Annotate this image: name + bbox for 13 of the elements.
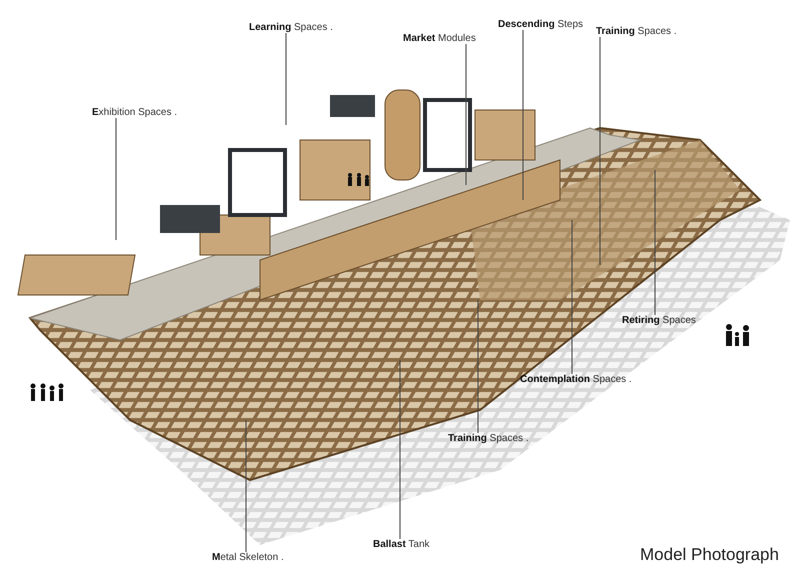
part-label: Market Modules — [403, 33, 476, 44]
leader-line — [522, 30, 524, 200]
part-label: Retiring Spaces — [622, 315, 696, 326]
caption: Model Photograph — [640, 545, 779, 565]
part-label: Training Spaces . — [596, 26, 677, 37]
part-label: Training Spaces . — [448, 433, 529, 444]
part-label: Ballast Tank — [373, 539, 430, 550]
part-label: Metal Skeleton . — [212, 552, 284, 563]
part-label: Contemplation Spaces . — [520, 374, 632, 385]
part-label: Learning Spaces . — [249, 22, 333, 33]
part-label: Exhibition Spaces . — [92, 107, 178, 118]
leader-line — [654, 170, 656, 316]
part-label: Descending Steps — [498, 19, 584, 30]
